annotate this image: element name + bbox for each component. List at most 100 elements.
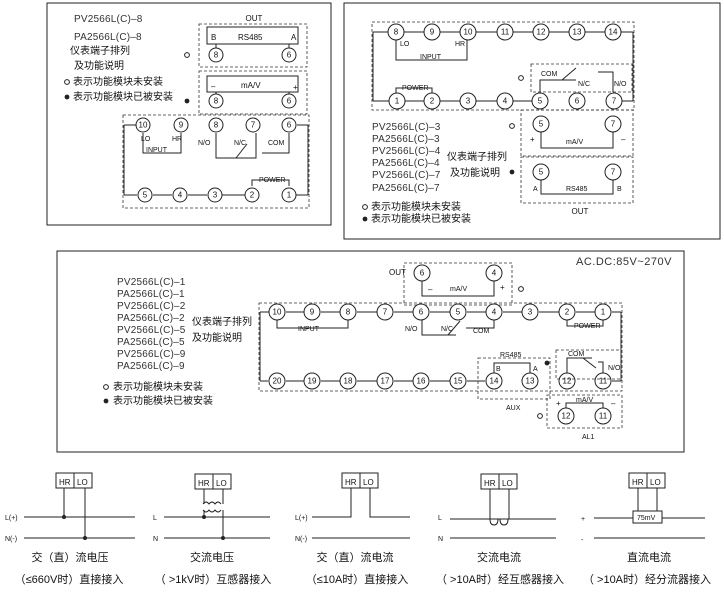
terminal (245, 117, 261, 133)
minus-label: - (581, 537, 584, 544)
shunt-resistor (632, 510, 663, 524)
model-label: PA2566L(C)–1 (117, 289, 185, 300)
plus-label: + (581, 516, 585, 523)
filled-circle-icon (103, 398, 109, 404)
relay-module-box (530, 63, 633, 93)
plus-label: + (500, 283, 505, 292)
model-label: PA2566L(C)–4 (372, 158, 440, 169)
terminal-row-bottom: 5 4 3 2 1 (137, 187, 297, 203)
no-label: N/O (198, 140, 211, 147)
model-label: PV2566L(C)–5 (117, 325, 186, 336)
model-label: PA2566L(C)–7 (372, 183, 440, 194)
nc-label: N/C (578, 81, 590, 88)
hr-label: HR (172, 136, 182, 143)
terminal (303, 372, 321, 390)
terminal-number: 8 (346, 308, 351, 317)
terminal-number: 14 (490, 377, 499, 386)
terminal (135, 117, 151, 133)
terminal-number: 5 (539, 168, 544, 177)
terminal-number: 12 (537, 28, 546, 37)
terminal (137, 187, 153, 203)
rs485-module-box (520, 156, 634, 204)
caption-subtitle: （≤660V时）直接接入 (15, 572, 124, 586)
terminal (485, 264, 503, 282)
out-label: OUT (246, 14, 263, 23)
terminal-number: 10 (464, 28, 473, 37)
input-label: INPUT (146, 147, 168, 154)
open-circle-icon (362, 204, 368, 210)
terminal (532, 115, 550, 133)
minus-label: – (211, 82, 216, 91)
terminal-number: 18 (344, 377, 353, 386)
aux-label: AUX (506, 405, 521, 412)
al1-module-box (546, 394, 623, 429)
terminal-number: 4 (492, 308, 497, 317)
rs485-box (206, 26, 299, 45)
terminal-number: 15 (454, 377, 463, 386)
terminal (281, 117, 297, 133)
terminal (449, 372, 467, 390)
terminal (339, 303, 357, 321)
terminal (594, 407, 612, 425)
coil-icon (202, 509, 222, 513)
terminal (387, 23, 405, 41)
plus-label: + (293, 83, 298, 92)
caption-title: 交（直）流电压 (32, 550, 109, 564)
terminal (496, 23, 514, 41)
terminal (605, 92, 623, 110)
terminal-number: 1 (287, 191, 292, 200)
minus-label: – (611, 399, 616, 408)
no-label: N/O (405, 326, 418, 333)
terminal-number: 5 (538, 97, 543, 106)
terminal-number: 9 (179, 121, 184, 130)
model-label: PA2566L(C)–8 (74, 32, 142, 43)
terminal (532, 163, 550, 181)
terminal (459, 23, 477, 41)
wiring-schemes: HR LO L(+) N(-) 交（直）流电压 （≤660V时）直接接入 HR … (5, 472, 711, 586)
terminal-number: 1 (395, 97, 400, 106)
lo-label: LO (400, 41, 410, 48)
terminal-number: 7 (251, 121, 256, 130)
n-minus-label: N(-) (5, 536, 17, 543)
mav-module-box (520, 109, 634, 157)
terminal-number: 3 (466, 97, 471, 106)
terminal-number: 12 (563, 377, 572, 386)
terminal-row-top: 10 9 8 7 6 5 4 3 2 1 (268, 303, 612, 321)
mav-label: mA/V (241, 81, 261, 90)
terminal-block-outline (258, 302, 623, 392)
current-transformer-icon (489, 518, 509, 526)
terminal (449, 303, 467, 321)
terminal (532, 23, 550, 41)
shunt-label: 75mV (637, 515, 656, 522)
terminal (604, 163, 622, 181)
terminal (459, 92, 477, 110)
terminal-number: 8 (214, 121, 219, 130)
open-circle-icon (64, 79, 70, 85)
terminal-number: 6 (287, 97, 292, 106)
lo-label: LO (650, 478, 661, 487)
al1-label: AL1 (582, 434, 595, 441)
legend-subtitle: 及功能说明 (450, 166, 500, 179)
legend-title: 仪表端子排列 (192, 315, 252, 328)
terminal-number: 1 (601, 308, 606, 317)
lo-label: LO (502, 479, 513, 488)
model-label: PV2566L(C)–3 (372, 122, 441, 133)
terminal (173, 117, 189, 133)
legend-not-installed: 表示功能模块未安装 (73, 75, 163, 88)
n-label: N (153, 536, 158, 543)
legend-subtitle: 及功能说明 (192, 331, 242, 344)
model-label: PV2566L(C)–9 (117, 349, 186, 360)
model-label: PA2566L(C)–9 (117, 361, 185, 372)
terminal-number: 10 (273, 308, 282, 317)
a-label: A (533, 186, 538, 193)
filled-circle-icon (509, 169, 515, 175)
rs485-label: RS485 (500, 352, 522, 359)
caption-subtitle: （≤10A时）直接接入 (306, 572, 409, 586)
terminal-number: 3 (213, 191, 218, 200)
hr-label: HR (455, 41, 465, 48)
hr-label: HR (59, 478, 71, 487)
terminal (604, 23, 622, 41)
terminal (594, 303, 612, 321)
terminal-number: 17 (381, 377, 390, 386)
terminal-number: 2 (250, 191, 255, 200)
